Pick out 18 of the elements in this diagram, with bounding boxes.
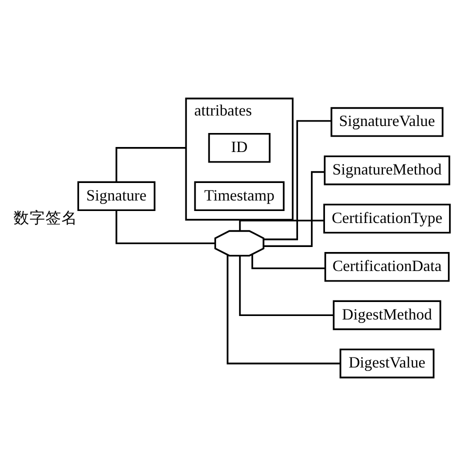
node-box: SignatureMethod xyxy=(324,155,450,186)
node-box: ID xyxy=(208,133,271,163)
connector xyxy=(116,147,186,182)
node-octagon xyxy=(214,230,264,257)
node-box: Timestamp xyxy=(194,181,285,212)
node-box: CertificationData xyxy=(324,252,450,282)
connector xyxy=(226,254,340,364)
connector xyxy=(251,254,326,270)
connector xyxy=(239,256,334,316)
node-box: Signature xyxy=(77,181,156,212)
connector xyxy=(239,220,324,231)
node-box: DigestValue xyxy=(340,348,434,378)
node-label: 数字签名 xyxy=(14,210,78,227)
connector xyxy=(116,210,216,244)
node-box: SignatureValue xyxy=(330,107,444,137)
node-box: CertificationType xyxy=(323,204,451,234)
connector xyxy=(264,120,332,240)
node-box: DigestMethod xyxy=(332,300,442,330)
